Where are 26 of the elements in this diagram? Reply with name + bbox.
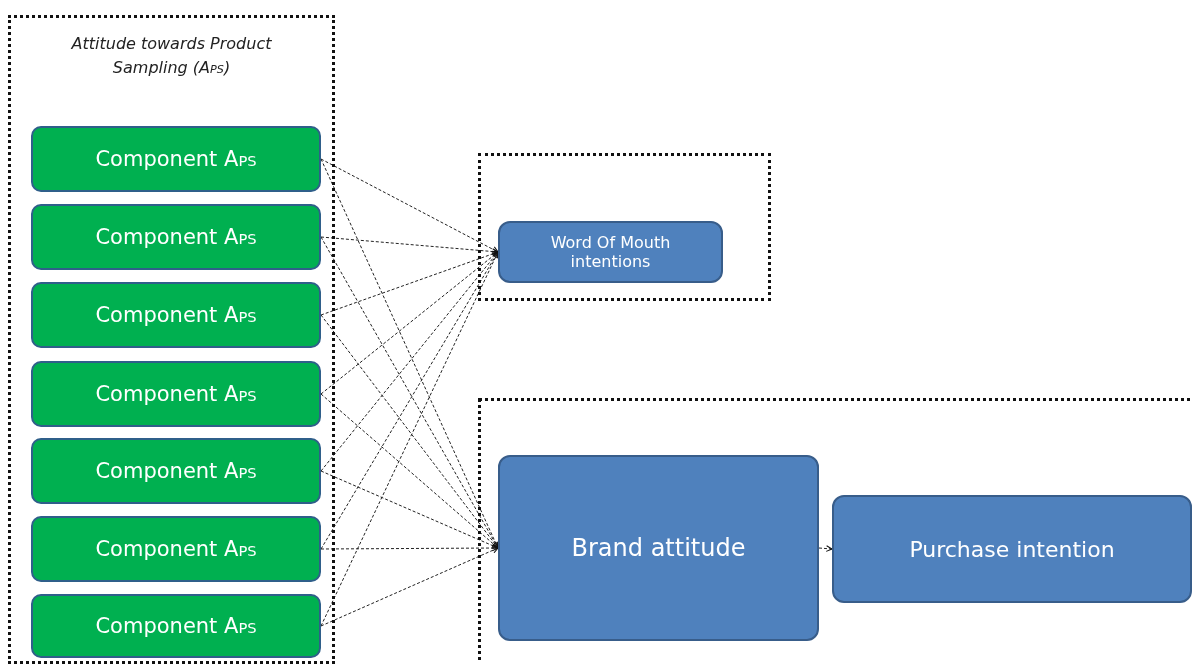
component-box (31, 204, 321, 270)
arrow (818, 545, 833, 552)
dotted-group-box (8, 15, 335, 664)
arrow (320, 250, 499, 316)
construct-box (498, 221, 723, 283)
arrow (320, 547, 499, 627)
arrow (320, 236, 499, 255)
component-box (31, 594, 321, 658)
component-box (31, 361, 321, 427)
box-label: Brand attitude (571, 534, 746, 562)
arrow (320, 251, 499, 395)
dotted-group-box (478, 153, 771, 301)
box-label: Word Of Mouth intentions (549, 233, 672, 271)
arrow (320, 251, 499, 627)
construct-box (832, 495, 1192, 603)
construct-box (498, 455, 819, 641)
component-box (31, 282, 321, 348)
arrow (320, 251, 499, 472)
arrow (320, 158, 499, 253)
component-box (31, 516, 321, 582)
component-box (31, 126, 321, 192)
box-label: Purchase intention (909, 536, 1115, 562)
arrow (320, 544, 499, 552)
arrow (320, 393, 499, 549)
arrow (320, 470, 499, 549)
component-box (31, 438, 321, 504)
